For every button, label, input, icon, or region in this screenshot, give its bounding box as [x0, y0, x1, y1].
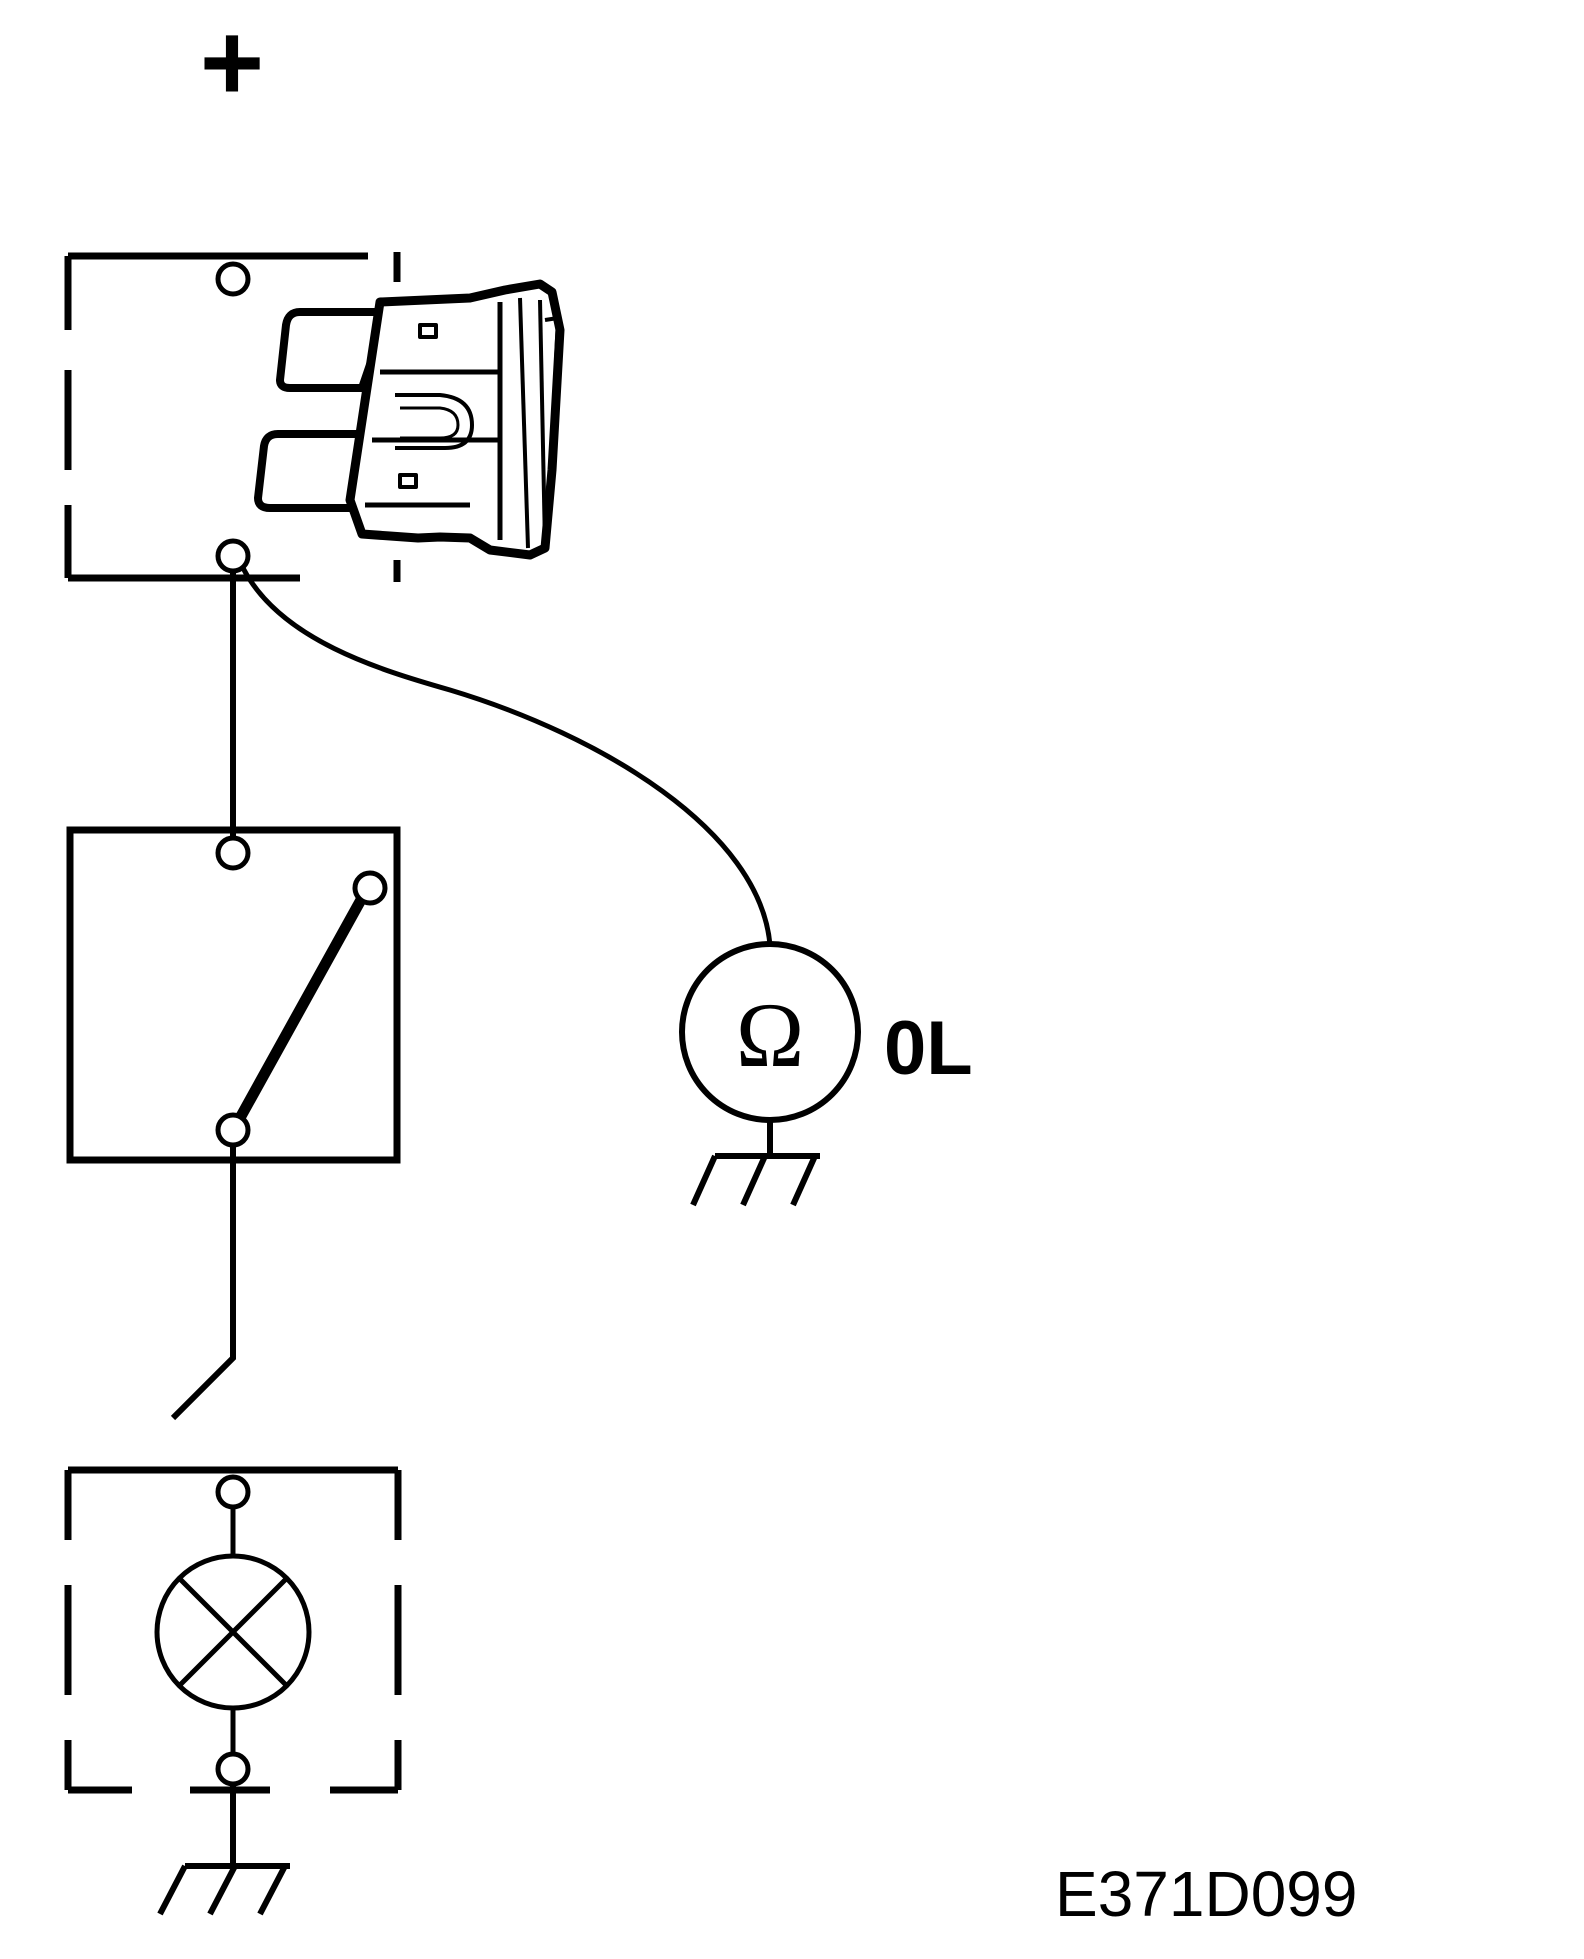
supply-plus-label: + [200, 1, 264, 124]
meter-test-lead [240, 566, 773, 946]
figure-code: E371D099 [1055, 1858, 1357, 1930]
blade-fuse-icon [254, 279, 565, 560]
wire-switch-to-lamp [170, 1145, 236, 1421]
switch-terminal-bottom [215, 1112, 251, 1148]
ohmmeter-icon: Ω [679, 941, 861, 1123]
switch-box [66, 826, 401, 1164]
fuse-terminal-bottom [215, 538, 251, 574]
meter-ground-icon [690, 1120, 820, 1207]
switch-terminal-pivot [352, 870, 388, 906]
fuse-terminal-top [215, 261, 251, 297]
fuse-box [64, 252, 401, 582]
meter-reading: 0L [884, 1006, 973, 1091]
ohm-symbol: Ω [736, 984, 804, 1086]
lamp-terminal-bottom [215, 1751, 251, 1787]
lamp-terminal-top [215, 1474, 251, 1510]
ground-icon [157, 1784, 290, 1916]
switch-icon [215, 835, 388, 1148]
switch-terminal-top [215, 835, 251, 871]
lamp-icon [154, 1474, 312, 1787]
